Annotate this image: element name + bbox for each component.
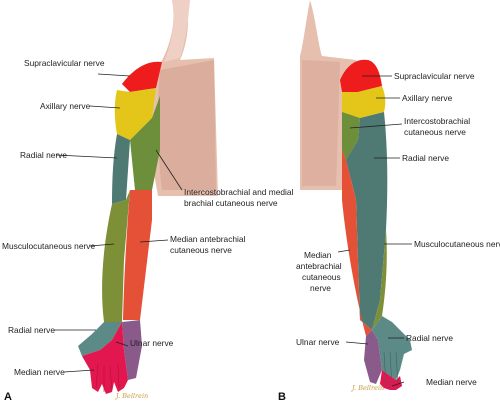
label-radial-upper-a: Radial nerve bbox=[20, 150, 67, 160]
radial-region-b bbox=[346, 112, 388, 330]
label-median-a: Median nerve bbox=[14, 367, 65, 377]
supraclavicular-region-a bbox=[122, 61, 162, 92]
label-intercostobrachial-a-l2: brachial cutaneous nerve bbox=[184, 198, 278, 208]
label-supraclavicular-a: Supraclavicular nerve bbox=[24, 58, 105, 68]
label-median-ante-a-l1: Median antebrachial bbox=[170, 234, 246, 244]
ulnar-hand-region-b bbox=[364, 330, 382, 384]
torso-b-shade bbox=[302, 60, 340, 186]
labels-b: Supraclavicular nerve Axillary nerve Int… bbox=[296, 71, 500, 387]
radial-upper-region-a bbox=[112, 134, 130, 204]
intercostobrachial-region-a bbox=[130, 96, 160, 190]
label-median-ante-b-l2: antebrachial bbox=[296, 261, 342, 271]
label-axillary-b: Axillary nerve bbox=[402, 93, 453, 103]
musculocutaneous-region-a bbox=[102, 190, 130, 322]
label-median-ante-b-l4: nerve bbox=[310, 283, 331, 293]
finger-lines-a bbox=[95, 363, 120, 392]
median-hand-region-a bbox=[82, 322, 128, 394]
label-intercostobrachial-b-l1: Intercostobrachial bbox=[404, 116, 470, 126]
label-intercostobrachial-b-l2: cutaneous nerve bbox=[404, 127, 466, 137]
label-median-ante-a-l2: cutaneous nerve bbox=[170, 245, 232, 255]
figure-b bbox=[300, 0, 412, 390]
median-antebrachial-region-a bbox=[123, 190, 152, 320]
radial-hand-region-a bbox=[78, 322, 122, 356]
intercostobrachial-region-b bbox=[342, 112, 360, 160]
median-antebrachial-region-b bbox=[342, 150, 372, 336]
label-axillary-a: Axillary nerve bbox=[40, 101, 91, 111]
leader-lines-a bbox=[54, 73, 183, 373]
finger-lines-b bbox=[383, 351, 399, 389]
label-musculocutaneous-a: Musculocutaneous nerve bbox=[2, 241, 95, 251]
label-ulnar-b: Ulnar nerve bbox=[296, 337, 340, 347]
figure-a bbox=[78, 0, 218, 394]
panel-letter-b: B bbox=[278, 391, 286, 403]
leader-lines-b bbox=[337, 75, 412, 387]
musculocutaneous-region-b bbox=[372, 230, 387, 330]
label-radial-lower-b: Radial nerve bbox=[406, 333, 453, 343]
axillary-region-a bbox=[114, 88, 156, 140]
label-musculocutaneous-b: Musculocutaneous nerve bbox=[414, 239, 500, 249]
radial-hand-region-b bbox=[372, 316, 412, 380]
signature-a: J. Bellrein bbox=[114, 392, 148, 400]
torso-a-shade bbox=[157, 60, 216, 190]
label-median-ante-b-l1: Median bbox=[304, 250, 332, 260]
labels-a: Supraclavicular nerve Axillary nerve Rad… bbox=[2, 58, 294, 377]
ulnar-hand-region-a bbox=[122, 320, 142, 380]
panel-letter-a: A bbox=[4, 391, 12, 403]
label-radial-lower-a: Radial nerve bbox=[8, 325, 55, 335]
supraclavicular-region-b bbox=[340, 59, 382, 92]
label-median-b: Median nerve bbox=[426, 377, 477, 387]
label-radial-upper-b: Radial nerve bbox=[402, 153, 449, 163]
axillary-region-b bbox=[342, 86, 386, 118]
label-median-ante-b-l3: cutaneous bbox=[302, 272, 341, 282]
label-supraclavicular-b: Supraclavicular nerve bbox=[394, 71, 475, 81]
label-ulnar-a: Ulnar nerve bbox=[130, 338, 174, 348]
neck-a bbox=[164, 0, 190, 62]
signature-b: J. Bellrein bbox=[350, 384, 384, 392]
label-intercostobrachial-a-l1: Intercostobrachial and medial bbox=[184, 187, 294, 197]
